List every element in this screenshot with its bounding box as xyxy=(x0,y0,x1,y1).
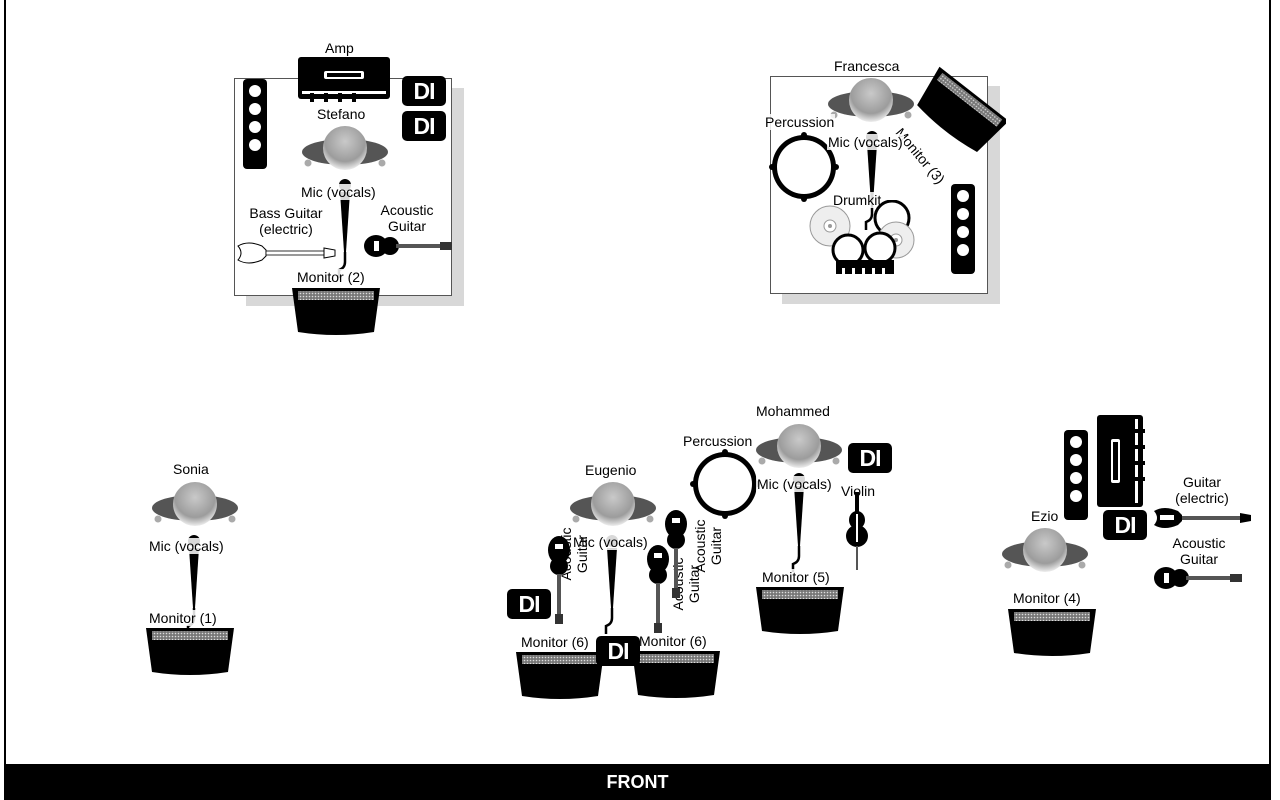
violin-icon xyxy=(846,492,868,570)
monitor-label: Monitor (1) xyxy=(148,610,218,626)
performer-name-eugenio: Eugenio xyxy=(584,462,638,478)
person-stefano-icon xyxy=(300,126,390,172)
acoustic-guitar-label: Acoustic Guitar xyxy=(370,202,444,234)
performer-name-sonia: Sonia xyxy=(172,461,210,477)
mic-label: Mic (vocals) xyxy=(572,534,649,550)
electric-guitar-icon xyxy=(1152,503,1252,533)
monitor-wedge-icon xyxy=(290,286,382,336)
acoustic-guitar-icon xyxy=(362,231,454,261)
monitor-label: Monitor (6) xyxy=(520,634,590,650)
mic-label: Mic (vocals) xyxy=(148,538,225,554)
front-of-stage-bar: FRONT xyxy=(4,764,1271,800)
mic-label: Mic (vocals) xyxy=(756,476,833,492)
di-box-icon: DI xyxy=(402,111,446,141)
di-box-icon: DI xyxy=(596,636,640,666)
percussion-label: Percussion xyxy=(764,114,836,130)
monitor-wedge-icon xyxy=(1006,607,1098,657)
person-francesca-icon xyxy=(826,78,916,124)
di-box-icon: DI xyxy=(402,76,446,106)
monitor-wedge-icon xyxy=(754,585,846,635)
acoustic-guitar-label: Acoustic Guitar xyxy=(558,527,590,581)
bass-guitar-icon xyxy=(236,238,336,268)
amp-label: Amp xyxy=(324,40,355,56)
performer-name-ezio: Ezio xyxy=(1030,508,1060,524)
acoustic-guitar-icon xyxy=(1152,563,1244,593)
person-sonia-icon xyxy=(150,482,240,528)
performer-name-mohammed: Mohammed xyxy=(755,403,831,419)
monitor-wedge-icon xyxy=(144,626,236,676)
mic-label: Mic (vocals) xyxy=(827,134,904,150)
monitor-label: Monitor (2) xyxy=(296,269,366,285)
acoustic-guitar-label: Acoustic Guitar xyxy=(692,519,724,573)
violin-label: Violin xyxy=(840,483,876,499)
power-strip-icon xyxy=(1064,430,1088,520)
bass-guitar-label: Bass Guitar (electric) xyxy=(240,205,332,237)
acoustic-guitar-icon xyxy=(664,508,688,600)
electric-guitar-label: Guitar (electric) xyxy=(1166,474,1238,506)
percussion-label: Percussion xyxy=(682,433,754,449)
di-box-icon: DI xyxy=(848,443,892,473)
percussion-drum-icon xyxy=(690,449,760,519)
monitor-label: Monitor (4) xyxy=(1012,590,1082,606)
acoustic-guitar-label: Acoustic Guitar xyxy=(1162,535,1236,567)
monitor-wedge-icon xyxy=(630,649,722,699)
power-strip-icon xyxy=(951,184,975,274)
amp-icon xyxy=(298,57,390,102)
performer-name-francesca: Francesca xyxy=(833,58,901,74)
di-box-icon: DI xyxy=(507,589,551,619)
monitor-wedge-icon xyxy=(514,650,606,700)
performer-name-stefano: Stefano xyxy=(316,106,367,122)
power-strip-icon xyxy=(243,79,267,169)
monitor-label: Monitor (5) xyxy=(761,569,831,585)
drumkit-icon xyxy=(809,200,915,278)
percussion-drum-icon xyxy=(769,132,839,202)
monitor-label: Monitor (6) xyxy=(638,633,708,649)
person-ezio-icon xyxy=(1000,528,1090,574)
stage-plot: Amp DI DI Stefano Mic (vocals) Bass Guit… xyxy=(4,0,1271,800)
amp-icon xyxy=(1097,415,1145,507)
drumkit-label: Drumkit xyxy=(832,192,883,208)
mic-label: Mic (vocals) xyxy=(300,184,377,200)
di-box-icon: DI xyxy=(1103,510,1147,540)
person-mohammed-icon xyxy=(754,424,844,470)
monitor-wedge-icon xyxy=(917,66,1006,152)
